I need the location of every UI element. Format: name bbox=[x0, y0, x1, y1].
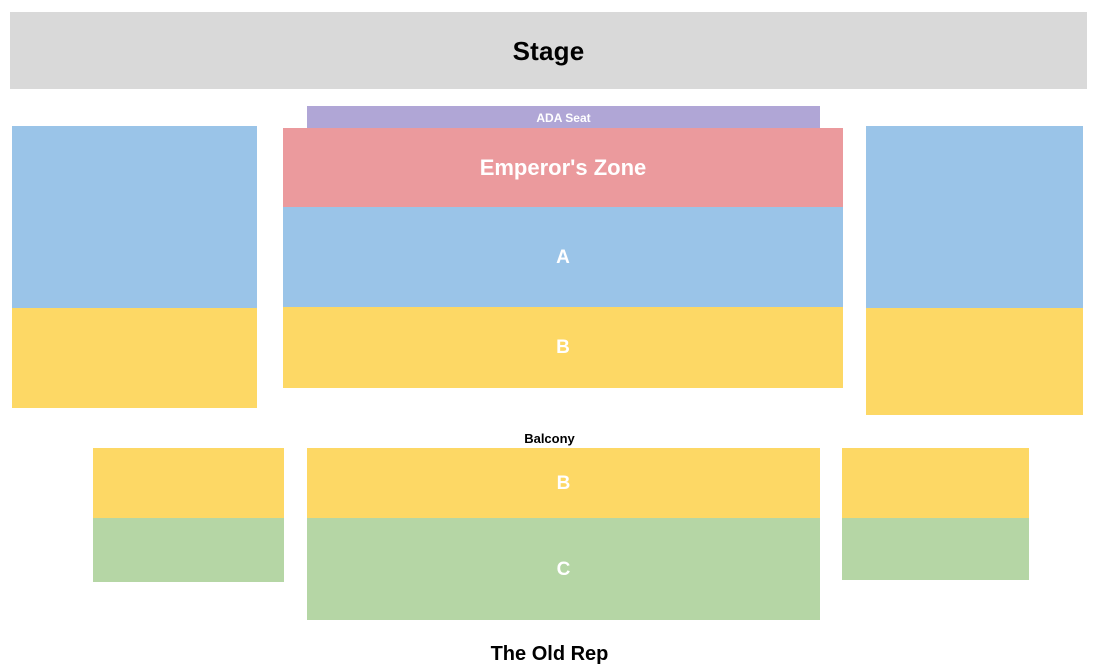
stage-block[interactable]: Stage bbox=[10, 12, 1087, 89]
ada-seat-block[interactable]: ADA Seat bbox=[307, 106, 820, 129]
balcony-left-section-b[interactable] bbox=[93, 448, 284, 518]
balcony-center-section-b[interactable]: B bbox=[307, 448, 820, 518]
floor-center-section-b[interactable]: B bbox=[283, 307, 843, 388]
balcony-left-section-c[interactable] bbox=[93, 518, 284, 582]
floor-left-section-b[interactable] bbox=[12, 308, 257, 408]
balcony-center-section-c[interactable]: C bbox=[307, 518, 820, 620]
balcony-center-section-c-label: C bbox=[556, 558, 571, 580]
emperors-zone-block[interactable]: Emperor's Zone bbox=[283, 128, 843, 207]
stage-label: Stage bbox=[512, 35, 585, 66]
balcony-center-section-b-label: B bbox=[556, 472, 571, 494]
balcony-right-section-b[interactable] bbox=[842, 448, 1029, 518]
floor-right-section-a[interactable] bbox=[866, 126, 1083, 308]
floor-right-section-b[interactable] bbox=[866, 308, 1083, 415]
floor-center-section-a[interactable]: A bbox=[283, 207, 843, 307]
ada-seat-label: ADA Seat bbox=[536, 110, 591, 125]
balcony-right-section-c[interactable] bbox=[842, 518, 1029, 580]
venue-name: The Old Rep bbox=[490, 643, 609, 665]
balcony-heading: Balcony bbox=[524, 431, 575, 446]
floor-center-section-b-label: B bbox=[556, 337, 570, 358]
floor-left-section-a[interactable] bbox=[12, 126, 257, 308]
floor-center-section-a-label: A bbox=[556, 246, 570, 268]
emperors-zone-label: Emperor's Zone bbox=[479, 154, 647, 180]
